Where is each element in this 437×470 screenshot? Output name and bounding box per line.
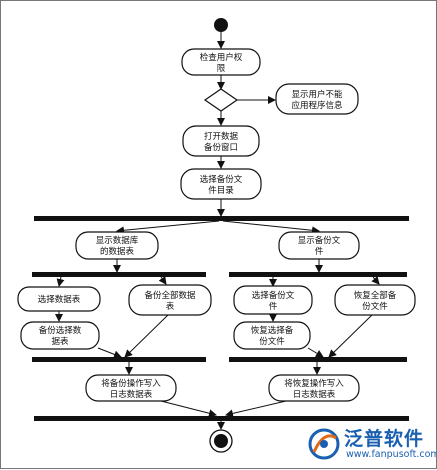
label-line: 备份全部数据 [144,290,196,301]
watermark-url: www.fanpusoft.com [346,449,437,460]
label-line: 据表 [51,336,69,347]
label-line: 恢复选择备 [251,325,294,336]
fork-bar-left [32,272,206,277]
edge-backuplog-final [160,400,217,418]
label-line: 份文件 [362,301,388,312]
label-line: 选择备份文 [252,290,295,301]
edge-lfork-select [56,276,65,287]
label-line: 将恢复操作写入 [284,378,344,389]
watermark-name: 泛普软件 [344,428,425,450]
label-line: 显示用户不能 [291,89,343,100]
join-bar-left [32,357,206,362]
edge-lfork-all [158,275,167,285]
label-line: 应用程序信息 [291,100,343,111]
label-line: 显示备份文 [298,235,341,246]
activity-backup-all-tables: 备份全部数据 表 [128,284,212,316]
join-bar-final [34,416,409,421]
activity-restore-all-files: 恢复全部备 份文件 [334,284,416,316]
label-line: 件 [269,301,278,312]
activity-open-backup-window: 打开数据 备份窗口 [182,125,260,157]
initial-node [214,18,228,32]
label-line: 选择数据表 [38,294,81,305]
activity-write-backup-log: 将备份操作写入 日志数据表 [85,374,177,402]
activity-select-backup-file: 选择备份文 件 [233,285,313,315]
label-line: 的数据表 [100,246,135,257]
edge-rfork-restoreall [371,276,380,285]
activity-select-tables: 选择数据表 [17,286,101,312]
activity-show-backup-files: 显示备份文 件 [278,231,360,260]
edge-all-join [124,313,170,358]
edge-fork-files [222,220,320,235]
activity-show-db-tables: 显示数据库 的数据表 [75,231,159,260]
fanpu-logo-icon [308,428,340,460]
final-node [209,429,233,453]
label-line: 份文件 [259,336,285,347]
label-line: 选择备份文 [200,174,243,185]
edge-selected-join [97,347,122,359]
activity-backup-selected-tables: 备份选择数 据表 [20,321,100,350]
edge-restorelog-final [225,400,287,418]
decision-node [203,88,239,112]
label-line: 恢复全部备 [354,290,397,301]
join-bar-right [229,357,407,362]
activity-write-restore-log: 将恢复操作写入 日志数据表 [268,374,360,402]
edges [55,32,380,430]
activity-show-no-app-info: 显示用户不能 应用程序信息 [275,83,359,115]
label-line: 表 [166,301,175,312]
label-line: 将备份操作写入 [101,378,161,389]
activity-select-backup-dir: 选择备份文 件目录 [180,168,262,200]
watermark: 泛普软件 www.fanpusoft.com [304,422,437,464]
edge-restoresel-join [307,347,324,358]
fork-bar-right [229,272,407,277]
label-line: 件目录 [208,185,234,196]
edge-restoreall-join [328,313,374,358]
label-line: 日志数据表 [110,389,153,400]
activity-restore-selected-files: 恢复选择备 份文件 [233,321,311,350]
label-line: 日志数据表 [293,389,336,400]
label-line: 限 [217,64,226,74]
label-line: 备份窗口 [204,142,238,153]
label-line: 打开数据 [204,131,239,142]
label-line: 检查用户权 [200,52,243,63]
label-line: 备份选择数 [39,325,82,336]
label-line: 件 [315,246,324,257]
activity-check-permission: 检查用户权 限 [181,48,261,76]
edge-fork-db [116,220,220,235]
fork-bar-main [34,216,409,221]
label-line: 显示数据库 [96,235,139,246]
